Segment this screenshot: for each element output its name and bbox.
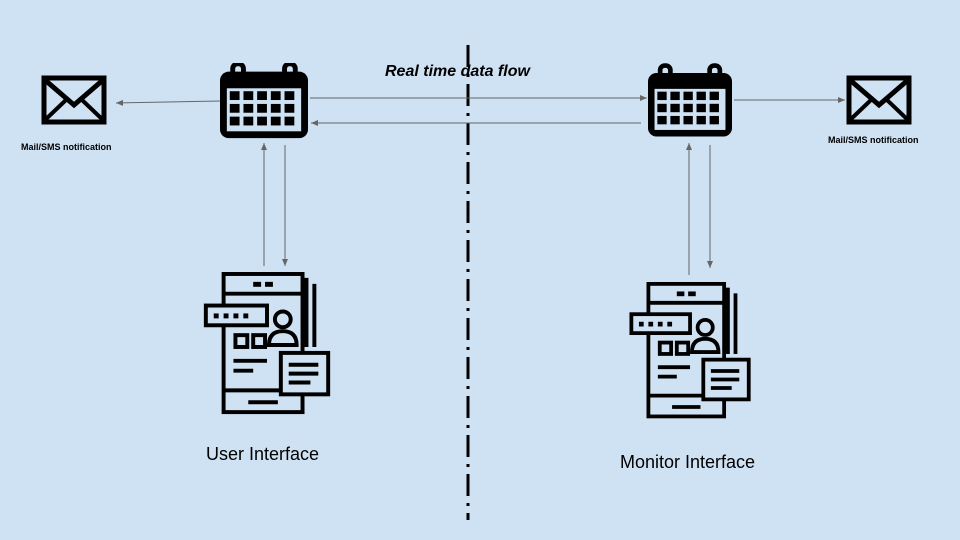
arrow-left-calendar-to-mail (115, 99, 221, 106)
monitor-interface-label: Monitor Interface (620, 452, 756, 472)
left-notification-label: Mail/SMS notification (21, 142, 112, 152)
diagram-title: Real time data flow (385, 63, 530, 80)
calendar-icon (220, 64, 308, 138)
mobile-interface-icon (629, 282, 751, 419)
calendar-icon (648, 66, 732, 137)
user-interface-label: User Interface (206, 444, 320, 464)
mobile-interface-icon (203, 272, 331, 415)
right-notification-label: Mail/SMS notification (828, 135, 919, 145)
mail-icon (849, 78, 909, 122)
mail-icon (44, 78, 104, 122)
